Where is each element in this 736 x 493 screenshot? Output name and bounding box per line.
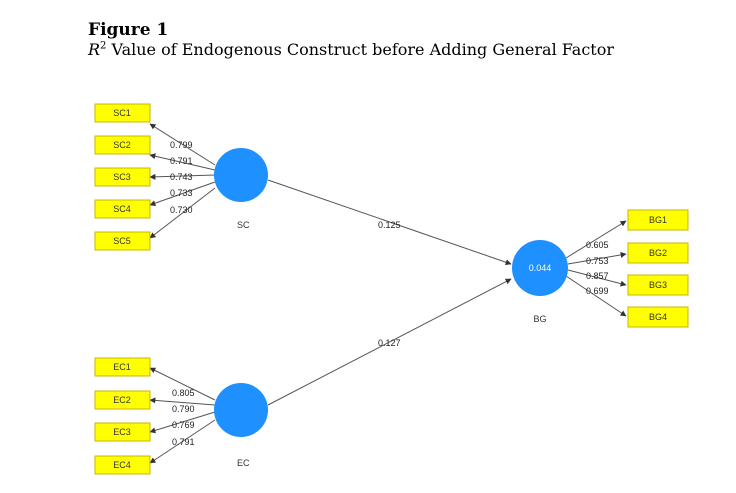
indicator-bg4-label: BG4 <box>649 312 667 322</box>
indicator-bg1 <box>627 209 689 231</box>
loading-bg4: 0.699 <box>586 286 609 296</box>
indicator-sc2 <box>94 135 151 155</box>
construct-bg <box>512 240 568 296</box>
indicator-ec1-label: EC1 <box>113 362 131 372</box>
indicator-sc5-label: SC5 <box>113 236 131 246</box>
figure-title: R2 Value of Endogenous Construct before … <box>88 40 614 59</box>
bg2-loading-line <box>567 251 627 265</box>
loading-sc5: 0.730 <box>170 205 193 215</box>
indicator-ec4-label: EC4 <box>113 460 131 470</box>
loading-sc3: 0.743 <box>170 172 193 182</box>
path-ec-bg-coef: 0.127 <box>378 338 401 348</box>
construct-sc-label: SC <box>237 220 250 230</box>
construct-sc <box>214 148 268 202</box>
indicator-sc5 <box>94 231 151 251</box>
sc5-loading-line <box>149 187 216 239</box>
figure-title-rest: Value of Endogenous Construct before Add… <box>106 40 615 59</box>
loading-bg1: 0.605 <box>586 240 609 250</box>
indicator-ec2-label: EC2 <box>113 395 131 405</box>
indicator-bg2 <box>627 242 689 264</box>
indicator-ec3-label: EC3 <box>113 427 131 437</box>
bg-indicators-group: BG1 BG2 BG3 BG4 0.605 0.753 0.857 0.699 <box>565 209 689 328</box>
ec4-loading-line <box>149 419 216 464</box>
indicator-bg2-label: BG2 <box>649 248 667 258</box>
indicator-sc3-label: SC3 <box>113 172 131 182</box>
loading-sc4: 0.733 <box>170 188 193 198</box>
ec3-loading-line <box>149 411 216 434</box>
indicator-ec3 <box>94 422 151 442</box>
ec1-loading-line <box>149 367 216 401</box>
figure-label: Figure 1 <box>88 20 169 40</box>
loading-ec3: 0.769 <box>172 420 195 430</box>
indicator-sc1 <box>94 103 151 123</box>
indicator-ec2 <box>94 390 151 410</box>
loading-ec4: 0.791 <box>172 437 195 447</box>
indicator-sc2-label: SC2 <box>113 140 131 150</box>
indicator-bg4 <box>627 306 689 328</box>
bg1-loading-line <box>565 220 627 259</box>
indicator-sc3 <box>94 167 151 187</box>
indicator-bg1-label: BG1 <box>649 215 667 225</box>
indicator-ec1 <box>94 357 151 377</box>
loading-ec2: 0.790 <box>172 404 195 414</box>
indicator-sc1-label: SC1 <box>113 108 131 118</box>
sc3-loading-line <box>149 173 216 180</box>
loading-bg2: 0.753 <box>586 256 609 266</box>
bg4-loading-line <box>565 275 627 317</box>
construct-ec <box>214 383 268 437</box>
loading-ec1: 0.805 <box>172 388 195 398</box>
indicator-bg3 <box>627 274 689 296</box>
construct-bg-label: BG <box>533 314 546 324</box>
bg3-loading-line <box>567 269 627 287</box>
figure-title-r: R <box>88 40 101 59</box>
ec-indicators-group: EC1 EC2 EC3 EC4 0.805 0.790 0.769 0.791 <box>94 357 216 475</box>
loading-bg3: 0.857 <box>586 271 609 281</box>
sc-indicators-group: SC1 SC2 SC3 SC4 SC5 0.799 0.791 0.743 0.… <box>94 103 216 251</box>
loading-sc2: 0.791 <box>170 156 193 166</box>
figure-title-sup: 2 <box>100 40 107 52</box>
sc1-loading-line <box>149 123 216 166</box>
construct-ec-label: EC <box>237 458 250 468</box>
path-ec-bg-line <box>267 278 512 406</box>
loading-sc1: 0.799 <box>170 140 193 150</box>
indicator-ec4 <box>94 455 151 475</box>
path-sc-bg-coef: 0.125 <box>378 220 401 230</box>
construct-bg-r2: 0.044 <box>529 263 552 273</box>
indicator-sc4 <box>94 199 151 219</box>
path-sc-bg-line <box>267 179 512 266</box>
sc4-loading-line <box>149 181 216 207</box>
ec2-loading-line <box>149 397 216 406</box>
sc2-loading-line <box>149 153 216 171</box>
indicator-sc4-label: SC4 <box>113 204 131 214</box>
indicator-bg3-label: BG3 <box>649 280 667 290</box>
